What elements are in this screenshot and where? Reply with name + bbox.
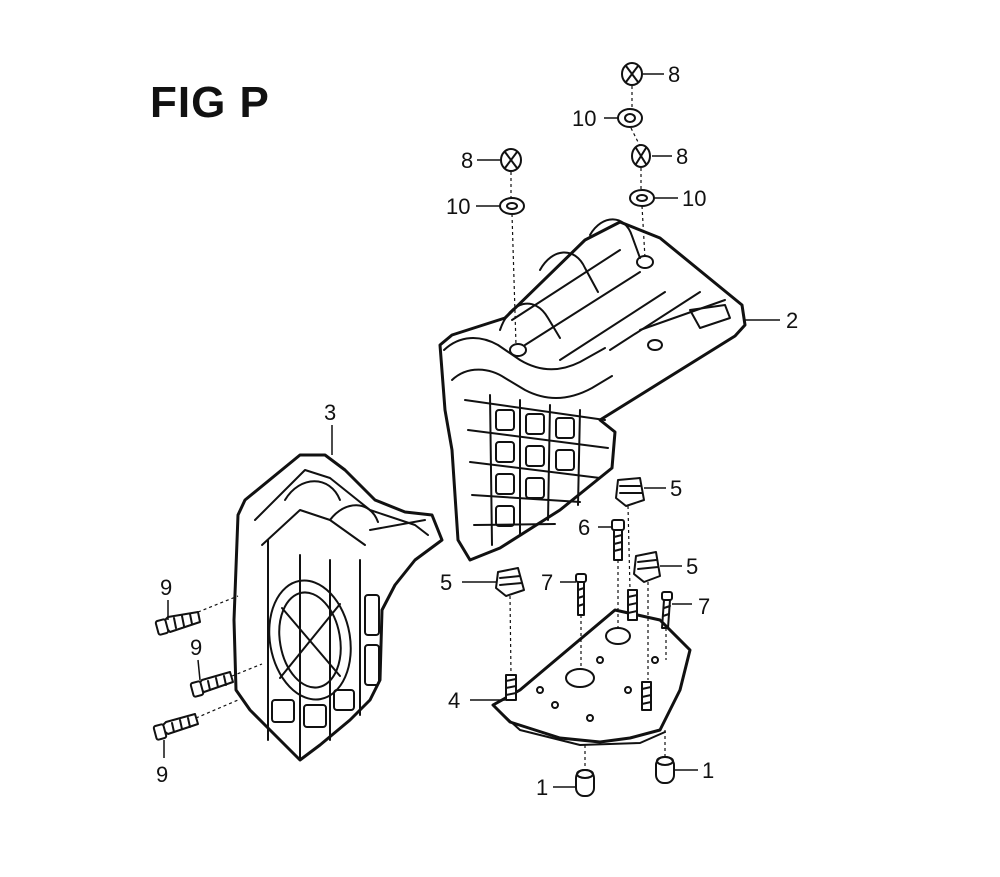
stud-icon bbox=[627, 589, 638, 621]
assembly-guides bbox=[195, 86, 667, 770]
spacer-icon bbox=[575, 769, 595, 797]
nut-icon bbox=[621, 62, 643, 86]
callout-6: 6 bbox=[578, 515, 590, 540]
callout-7: 7 bbox=[541, 570, 553, 595]
figure-title: FIG P bbox=[150, 78, 270, 127]
spacer-icon bbox=[655, 756, 675, 784]
bolt-icon bbox=[189, 671, 234, 698]
washer-icon bbox=[617, 108, 643, 128]
callout-10: 10 bbox=[572, 106, 596, 131]
base-plate bbox=[491, 608, 692, 746]
callout-1: 1 bbox=[702, 758, 714, 783]
callout-8: 8 bbox=[668, 62, 680, 87]
callout-10: 10 bbox=[446, 194, 470, 219]
callout-3: 3 bbox=[324, 400, 336, 425]
callout-8: 8 bbox=[461, 148, 473, 173]
rubber-mount-icon bbox=[615, 477, 645, 507]
callout-9: 9 bbox=[160, 575, 172, 600]
callout-4: 4 bbox=[448, 688, 460, 713]
screw-icon bbox=[661, 591, 673, 629]
callout-labels: 8 10 8 8 10 10 2 3 5 6 5 5 7 7 4 1 1 9 9… bbox=[156, 62, 798, 800]
washer-icon bbox=[629, 189, 655, 207]
bolt-icon bbox=[154, 611, 201, 636]
callout-9: 9 bbox=[190, 635, 202, 660]
callout-1: 1 bbox=[536, 775, 548, 800]
nut-icon bbox=[631, 144, 651, 168]
bolt-icon bbox=[611, 519, 625, 561]
bolt-icon bbox=[152, 713, 199, 741]
stud-icon bbox=[505, 674, 517, 701]
stud-icon bbox=[641, 681, 652, 711]
mount-bracket-upper bbox=[438, 218, 747, 562]
callout-5: 5 bbox=[440, 570, 452, 595]
screw-icon bbox=[575, 573, 587, 616]
callout-7: 7 bbox=[698, 594, 710, 619]
callout-8: 8 bbox=[676, 144, 688, 169]
callout-9: 9 bbox=[156, 762, 168, 787]
rubber-mount-icon bbox=[633, 551, 661, 583]
callout-10: 10 bbox=[682, 186, 706, 211]
callout-leaders bbox=[163, 73, 780, 788]
callout-5: 5 bbox=[686, 554, 698, 579]
callout-5: 5 bbox=[670, 476, 682, 501]
washer-icon bbox=[499, 197, 525, 215]
callout-2: 2 bbox=[786, 308, 798, 333]
mount-bracket-side bbox=[232, 453, 444, 762]
nut-icon bbox=[500, 148, 522, 172]
rubber-mount-icon bbox=[495, 567, 525, 597]
